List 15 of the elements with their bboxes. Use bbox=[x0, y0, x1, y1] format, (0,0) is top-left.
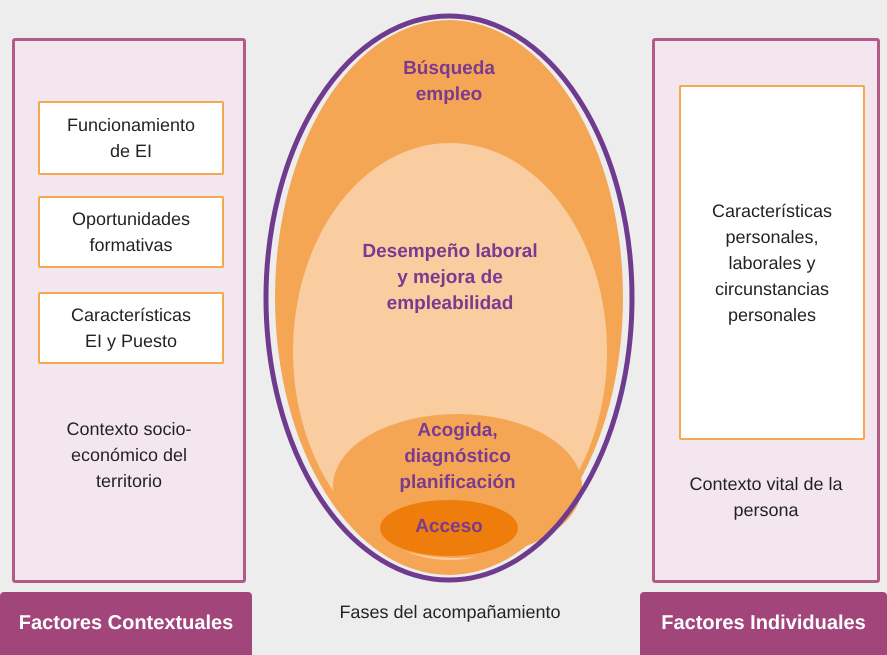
factor-panel bbox=[652, 38, 880, 583]
factor-box: Oportunidades formativas bbox=[38, 196, 224, 268]
phase-label: Desempeño laboral y mejora de empleabilidad bbox=[361, 240, 539, 316]
factor-box: Funcionamiento de EI bbox=[38, 101, 224, 175]
phase-label: Acceso bbox=[414, 515, 484, 539]
section-tab: Factores Contextuales bbox=[0, 592, 252, 655]
section-tab: Factores Individuales bbox=[640, 592, 887, 655]
panel-text: Contexto vital de la persona bbox=[688, 473, 844, 522]
phase-label: Acogida, diagnóstico planificación bbox=[398, 419, 517, 495]
phase-label: Búsqueda empleo bbox=[402, 57, 496, 107]
factor-box: Características personales, laborales y circunstancias personales bbox=[679, 85, 865, 440]
caption-text: Fases del acompañamiento bbox=[338, 602, 562, 623]
factor-box: Características EI y Puesto bbox=[38, 292, 224, 364]
panel-text: Contexto socio-económico del territorio bbox=[65, 418, 193, 493]
factor-panel bbox=[12, 38, 246, 583]
